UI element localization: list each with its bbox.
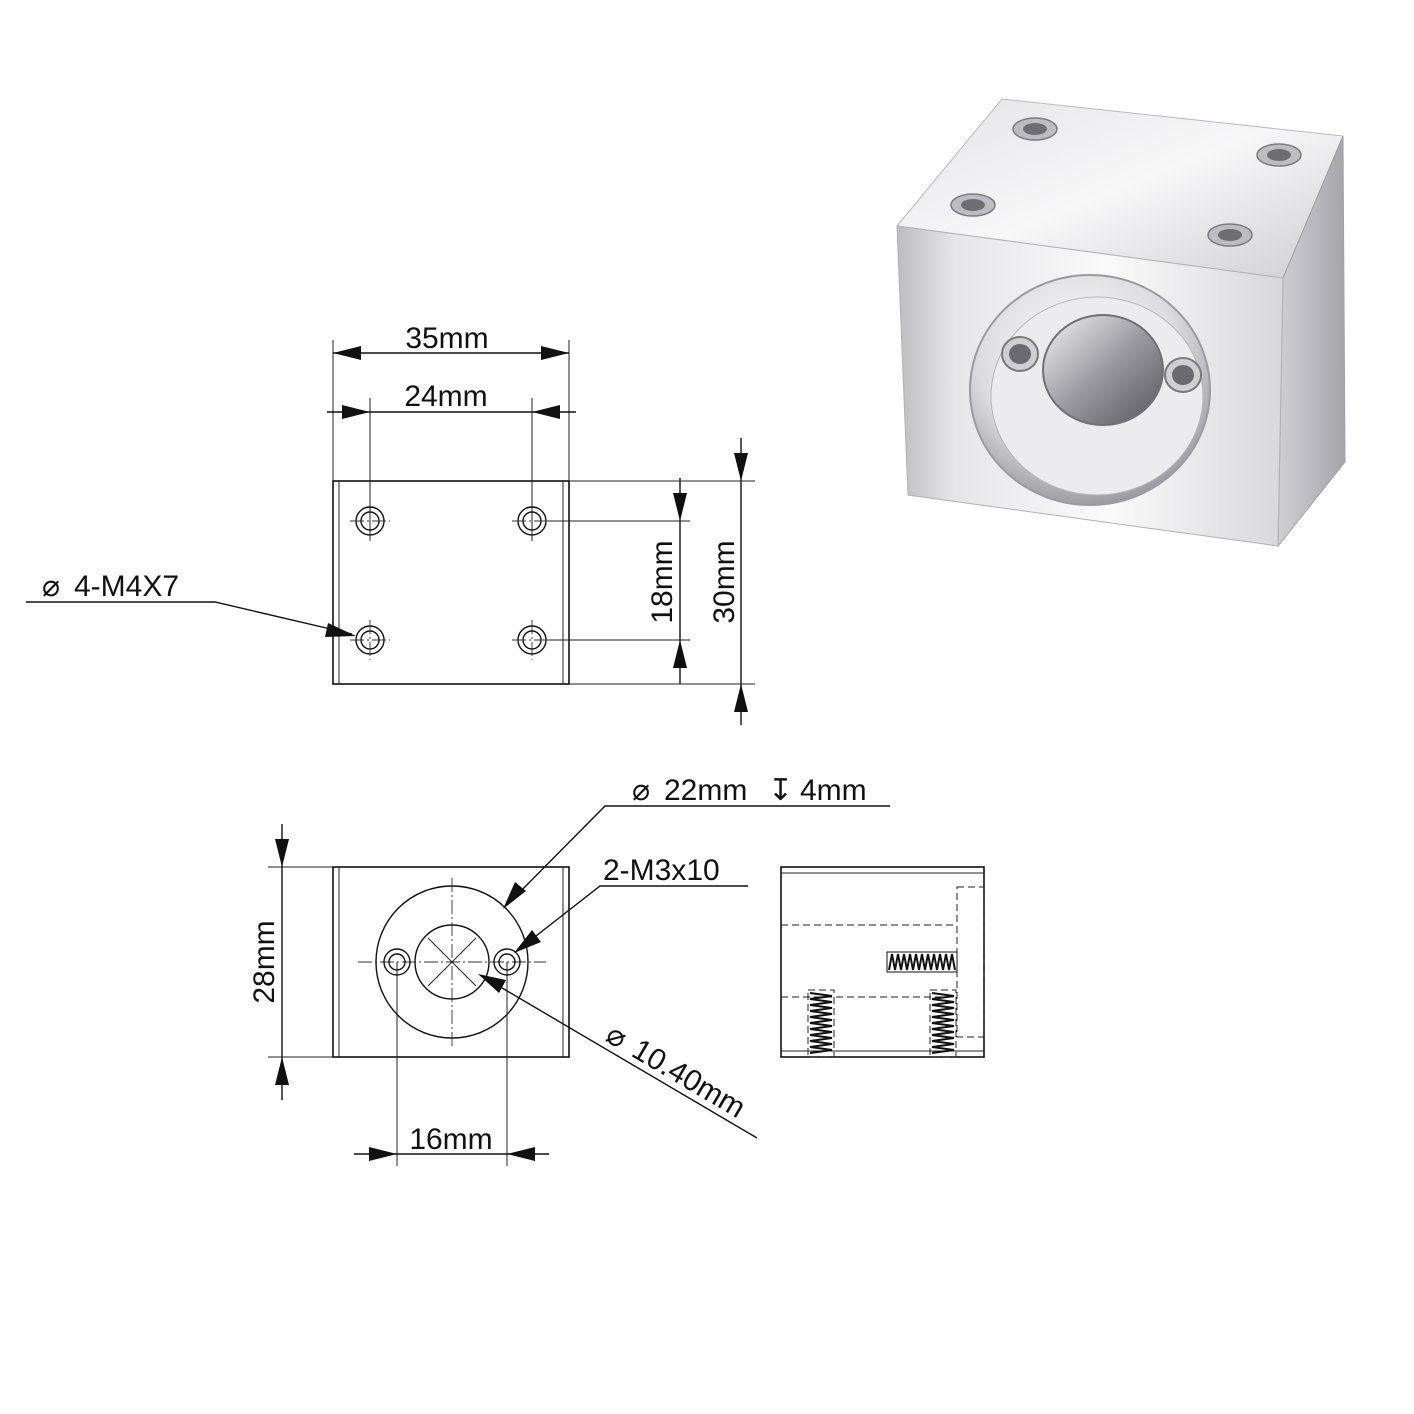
dim-label-16: 16mm xyxy=(409,1123,492,1156)
render-m3-hole-icon xyxy=(1001,336,1039,372)
callout-m4-label: 4-M4X7 xyxy=(74,570,179,603)
render-m4-hole-icon xyxy=(1207,223,1253,247)
render-bore xyxy=(1042,314,1164,426)
callout-bore: ⌀ 22mm ↧ 4mm xyxy=(503,774,890,909)
render-m3-hole-icon xyxy=(1164,357,1202,393)
render-m4-hole-icon xyxy=(1256,143,1302,167)
thread-m4-icon xyxy=(929,989,957,1058)
callout-bore-depth: 4mm xyxy=(800,774,867,807)
part-render xyxy=(896,98,1346,548)
diameter-symbol: ⌀ xyxy=(42,570,60,603)
dim-label-35: 35mm xyxy=(405,322,488,355)
m4-hole-icon xyxy=(350,620,390,660)
thread-m4-icon xyxy=(807,989,835,1058)
dim-screw-spacing: 16mm xyxy=(354,962,549,1166)
render-m4-hole-icon xyxy=(1012,117,1058,141)
top-view-body xyxy=(332,480,570,685)
dim-height-holes: 18mm xyxy=(548,478,690,684)
dim-height-outer: 30mm xyxy=(569,438,755,725)
depth-symbol: ↧ xyxy=(768,774,793,807)
callout-m4: ⌀ 4-M4X7 xyxy=(26,570,356,637)
callout-bore-dia: 22mm xyxy=(664,774,747,807)
top-view: 35mm 24mm 18mm 30mm xyxy=(26,322,755,725)
callout-inner-dia-label: 10.40mm xyxy=(626,1033,751,1125)
callout-m3-label: 2-M3x10 xyxy=(603,854,720,887)
dim-label-24: 24mm xyxy=(404,380,487,413)
thread-m3-icon xyxy=(886,951,958,973)
dim-width-outer: 35mm xyxy=(332,322,570,481)
dim-width-holes: 24mm xyxy=(327,380,576,540)
diameter-symbol: ⌀ xyxy=(632,774,650,807)
m4-hole-icon xyxy=(512,620,552,660)
side-view xyxy=(780,866,985,1058)
dim-label-18: 18mm xyxy=(646,540,679,623)
callout-m3: 2-M3x10 xyxy=(514,854,748,953)
dim-label-28: 28mm xyxy=(248,920,281,1003)
render-m4-hole-icon xyxy=(950,193,996,217)
diameter-symbol: ⌀ xyxy=(600,1018,632,1056)
dim-label-30: 30mm xyxy=(708,540,741,623)
dim-height: 28mm xyxy=(248,824,333,1100)
